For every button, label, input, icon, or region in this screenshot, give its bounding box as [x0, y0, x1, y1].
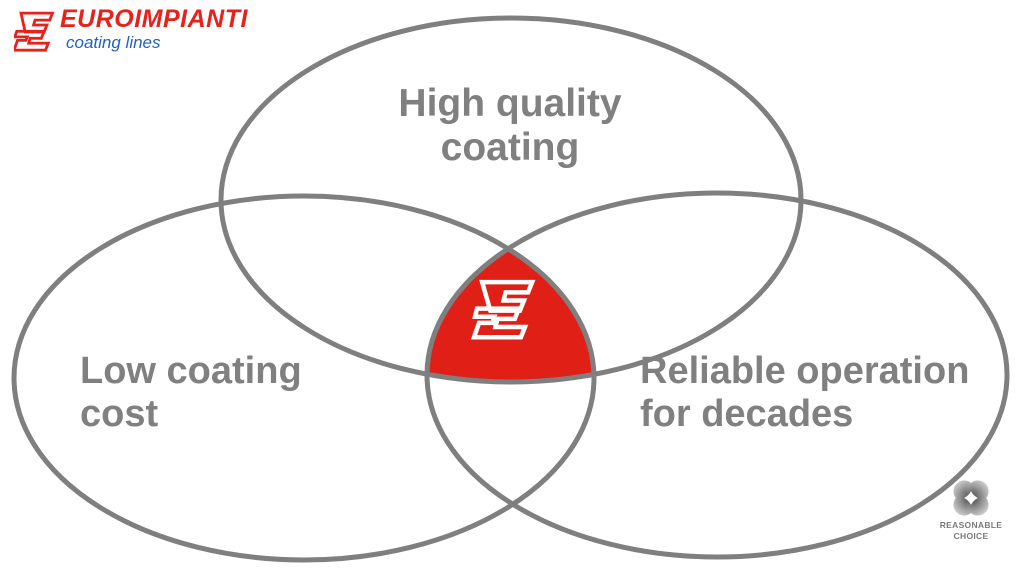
brand-wordmark: EUROIMPIANTI — [60, 5, 248, 33]
venn-label-high-quality-coating: High quality coating — [398, 82, 622, 169]
venn-label-low-coating-cost: Low coating cost — [80, 350, 302, 435]
brand-logo[interactable]: EUROIMPIANTI coating lines — [14, 6, 264, 62]
quatrefoil-icon — [953, 480, 989, 516]
brand-tagline: coating lines — [66, 33, 161, 52]
center-e-mark-icon — [470, 279, 536, 340]
euroimpianti-e-mark-icon — [14, 11, 55, 52]
reasonable-choice-label: REASONABLE CHOICE — [939, 520, 1003, 541]
reasonable-choice-badge[interactable]: REASONABLE CHOICE — [930, 478, 1012, 560]
venn-label-reliable-operation: Reliable operation for decades — [640, 350, 970, 435]
